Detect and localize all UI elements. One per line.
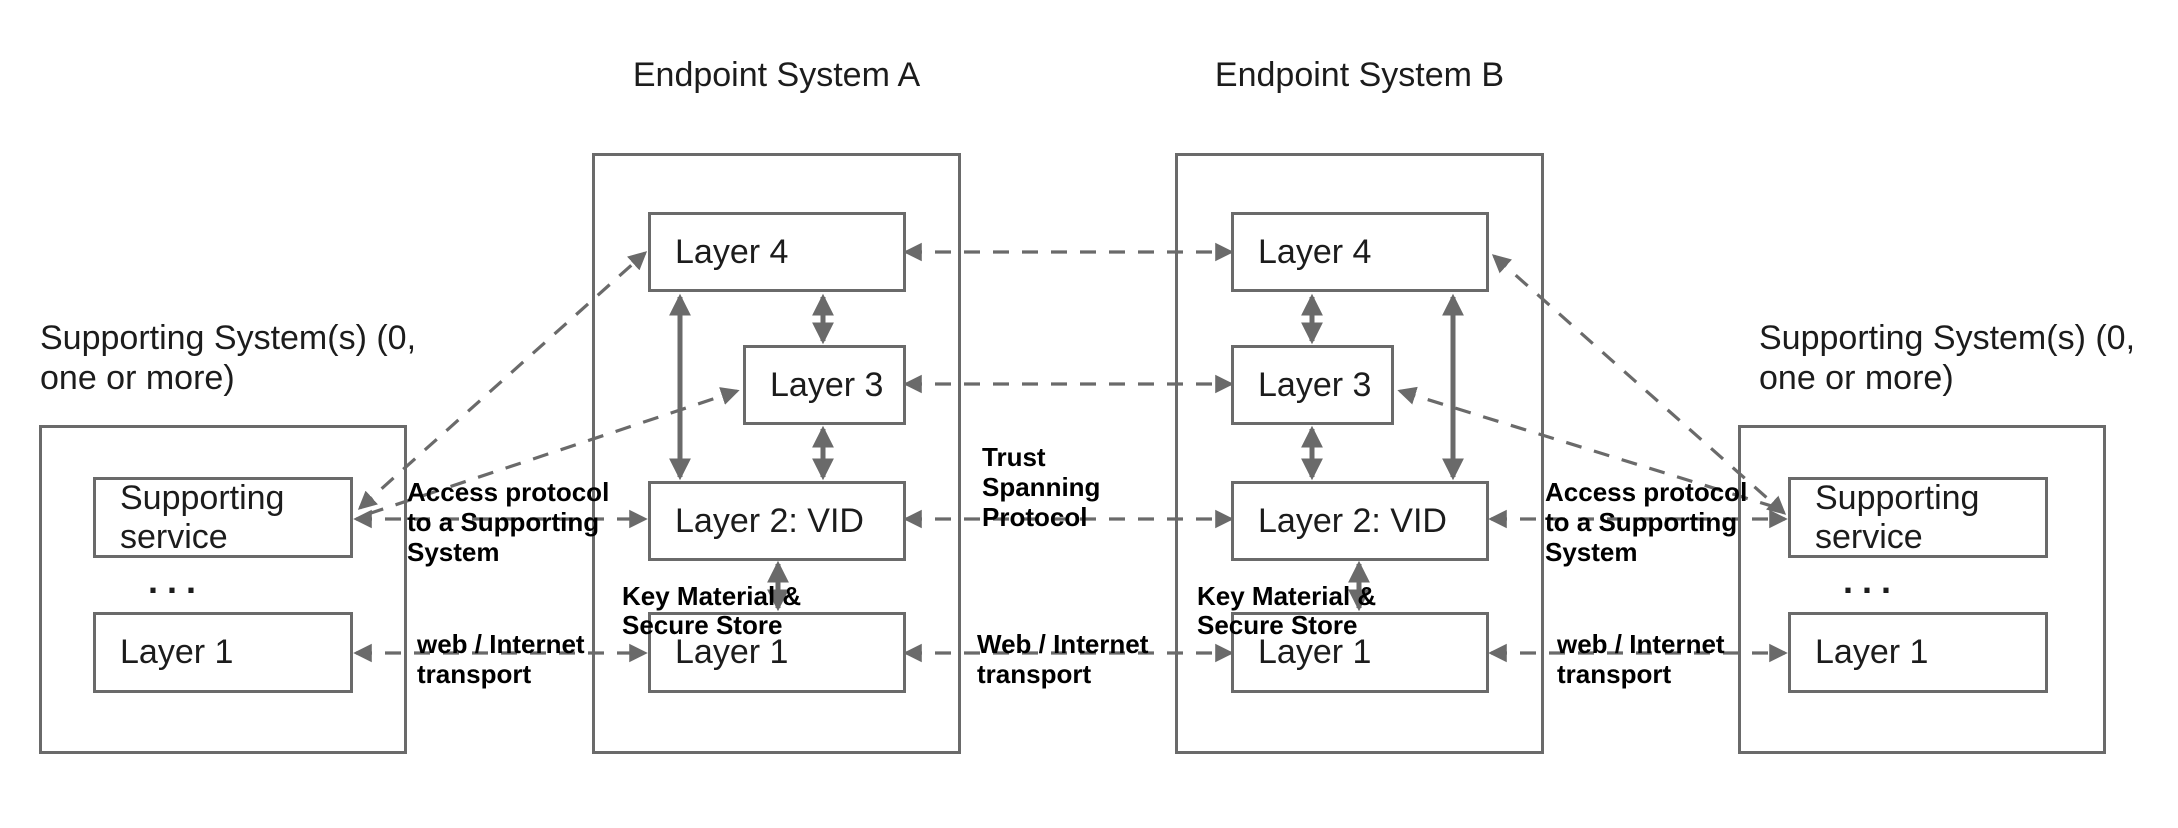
- web-transport-left-line1: web / Internet: [417, 629, 585, 659]
- access-protocol-left-line3: System: [407, 537, 500, 567]
- supporting-left-layer1-label: Layer 1: [120, 633, 234, 671]
- endpoint-a-layer3-label: Layer 3: [770, 365, 884, 404]
- supporting-right-service-label: Supporting service: [1815, 478, 1980, 556]
- supporting-left-box: [39, 425, 407, 754]
- endpoint-b-layer4-box: Layer 4: [1231, 212, 1489, 292]
- endpoint-a-layer2-label: Layer 2: VID: [675, 501, 864, 540]
- key-material-b-line2: Secure Store: [1197, 610, 1358, 640]
- endpoint-b-layer1-label: Layer 1: [1258, 633, 1372, 671]
- supporting-left-layer1-box: Layer 1: [93, 612, 353, 693]
- endpoint-b-layer3-label: Layer 3: [1258, 365, 1372, 404]
- supporting-right-title-line1: Supporting System(s) (0,: [1759, 319, 2136, 357]
- trust-spanning-line2: Spanning: [982, 472, 1101, 502]
- supporting-right-ellipsis: ...: [1843, 560, 1901, 601]
- supporting-right-layer1-label: Layer 1: [1815, 633, 1929, 671]
- access-protocol-right-line1: Access protocol: [1545, 477, 1748, 507]
- key-material-b-label: Key Material &Secure Store: [1197, 582, 1376, 640]
- supporting-left-ellipsis: ...: [148, 560, 206, 601]
- endpoint-a-layer1-box: Layer 1: [648, 612, 906, 693]
- web-transport-left-line2: transport: [417, 659, 532, 689]
- supporting-right-layer1-box: Layer 1: [1788, 612, 2048, 693]
- key-material-a-label: Key Material &Secure Store: [622, 582, 801, 640]
- endpoint-b-layer2-box: Layer 2: VID: [1231, 481, 1489, 561]
- supporting-left-service-label: Supporting service: [120, 478, 285, 556]
- endpoint-b-layer3-box: Layer 3: [1231, 345, 1394, 425]
- key-material-b-line1: Key Material &: [1197, 581, 1377, 611]
- trust-spanning-line3: Protocol: [982, 502, 1088, 532]
- key-material-a-line2: Secure Store: [622, 610, 783, 640]
- trust-spanning-line1: Trust: [982, 442, 1046, 472]
- access-left-layer4-link: [357, 251, 648, 510]
- access-protocol-right-line3: System: [1545, 537, 1638, 567]
- supporting-right-box: [1738, 425, 2106, 754]
- web-transport-right-line1: web / Internet: [1557, 629, 1725, 659]
- access-protocol-right-line2: to a Supporting: [1545, 507, 1738, 537]
- access-protocol-left-line1: Access protocol: [407, 477, 610, 507]
- web-transport-center-line1: Web / Internet: [977, 629, 1149, 659]
- endpoint-a-layer3-box: Layer 3: [743, 345, 906, 425]
- access-protocol-left-line2: to a Supporting: [407, 507, 600, 537]
- web-transport-right-line2: transport: [1557, 659, 1672, 689]
- endpoint-a-layer4-box: Layer 4: [648, 212, 906, 292]
- key-material-a-line1: Key Material &: [622, 581, 802, 611]
- endpoint-b-title: Endpoint System B: [1214, 56, 1505, 94]
- access-right-layer4-link: [1491, 254, 1787, 515]
- endpoint-a-layer2-box: Layer 2: VID: [648, 481, 906, 561]
- endpoint-a-title: Endpoint System A: [632, 56, 921, 94]
- endpoint-b-layer4-label: Layer 4: [1258, 232, 1372, 271]
- supporting-right-service-box: Supporting service: [1788, 477, 2048, 558]
- endpoint-b-layer2-label: Layer 2: VID: [1258, 501, 1447, 540]
- endpoint-a-layer1-label: Layer 1: [675, 633, 789, 671]
- endpoint-a-layer4-label: Layer 4: [675, 232, 789, 271]
- supporting-right-title: Supporting System(s) (0,one or more): [1759, 318, 2135, 398]
- web-transport-center-line2: transport: [977, 659, 1092, 689]
- supporting-left-service-box: Supporting service: [93, 477, 353, 558]
- supporting-left-title-line2: one or more): [40, 359, 235, 397]
